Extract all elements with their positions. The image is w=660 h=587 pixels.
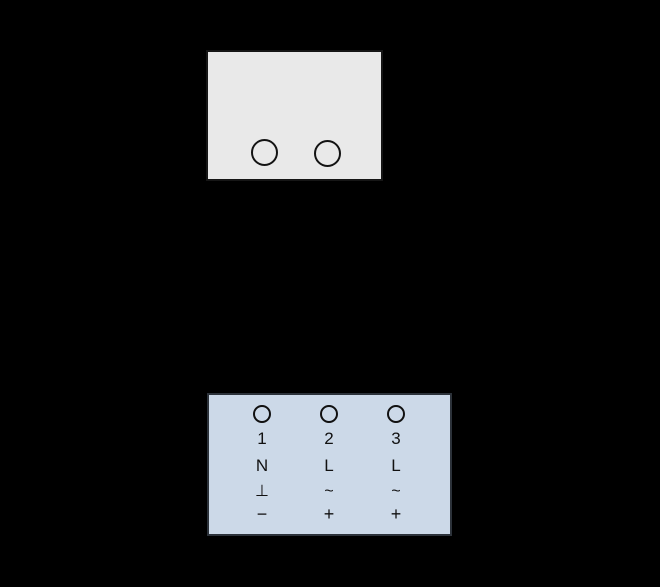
terminal-number: 1 (257, 429, 267, 448)
terminal-sign: − (256, 504, 268, 524)
terminal-polarity-symbol: ~ (391, 483, 401, 500)
terminal-screw-icon (320, 405, 338, 423)
terminal-number: 3 (391, 429, 401, 448)
terminal-column-1: 1 N ⊥ − (232, 395, 292, 534)
terminal-block: 1 N ⊥ − 2 L ~ + 3 L ~ + (207, 393, 452, 536)
terminal-letter: L (391, 456, 401, 475)
wire-hole-right-icon (314, 140, 341, 167)
terminal-letter: L (324, 456, 334, 475)
terminal-sign: + (323, 504, 335, 524)
terminal-letter: N (255, 456, 269, 475)
terminal-number: 2 (324, 429, 334, 448)
terminal-screw-icon (387, 405, 405, 423)
terminal-column-2: 2 L ~ + (299, 395, 359, 534)
device-box (206, 50, 383, 181)
terminal-sign: + (390, 504, 402, 524)
wire-hole-left-icon (251, 139, 278, 166)
terminal-screw-icon (253, 405, 271, 423)
terminal-polarity-symbol: ~ (324, 483, 334, 500)
terminal-polarity-symbol: ⊥ (255, 483, 269, 500)
terminal-column-3: 3 L ~ + (366, 395, 426, 534)
